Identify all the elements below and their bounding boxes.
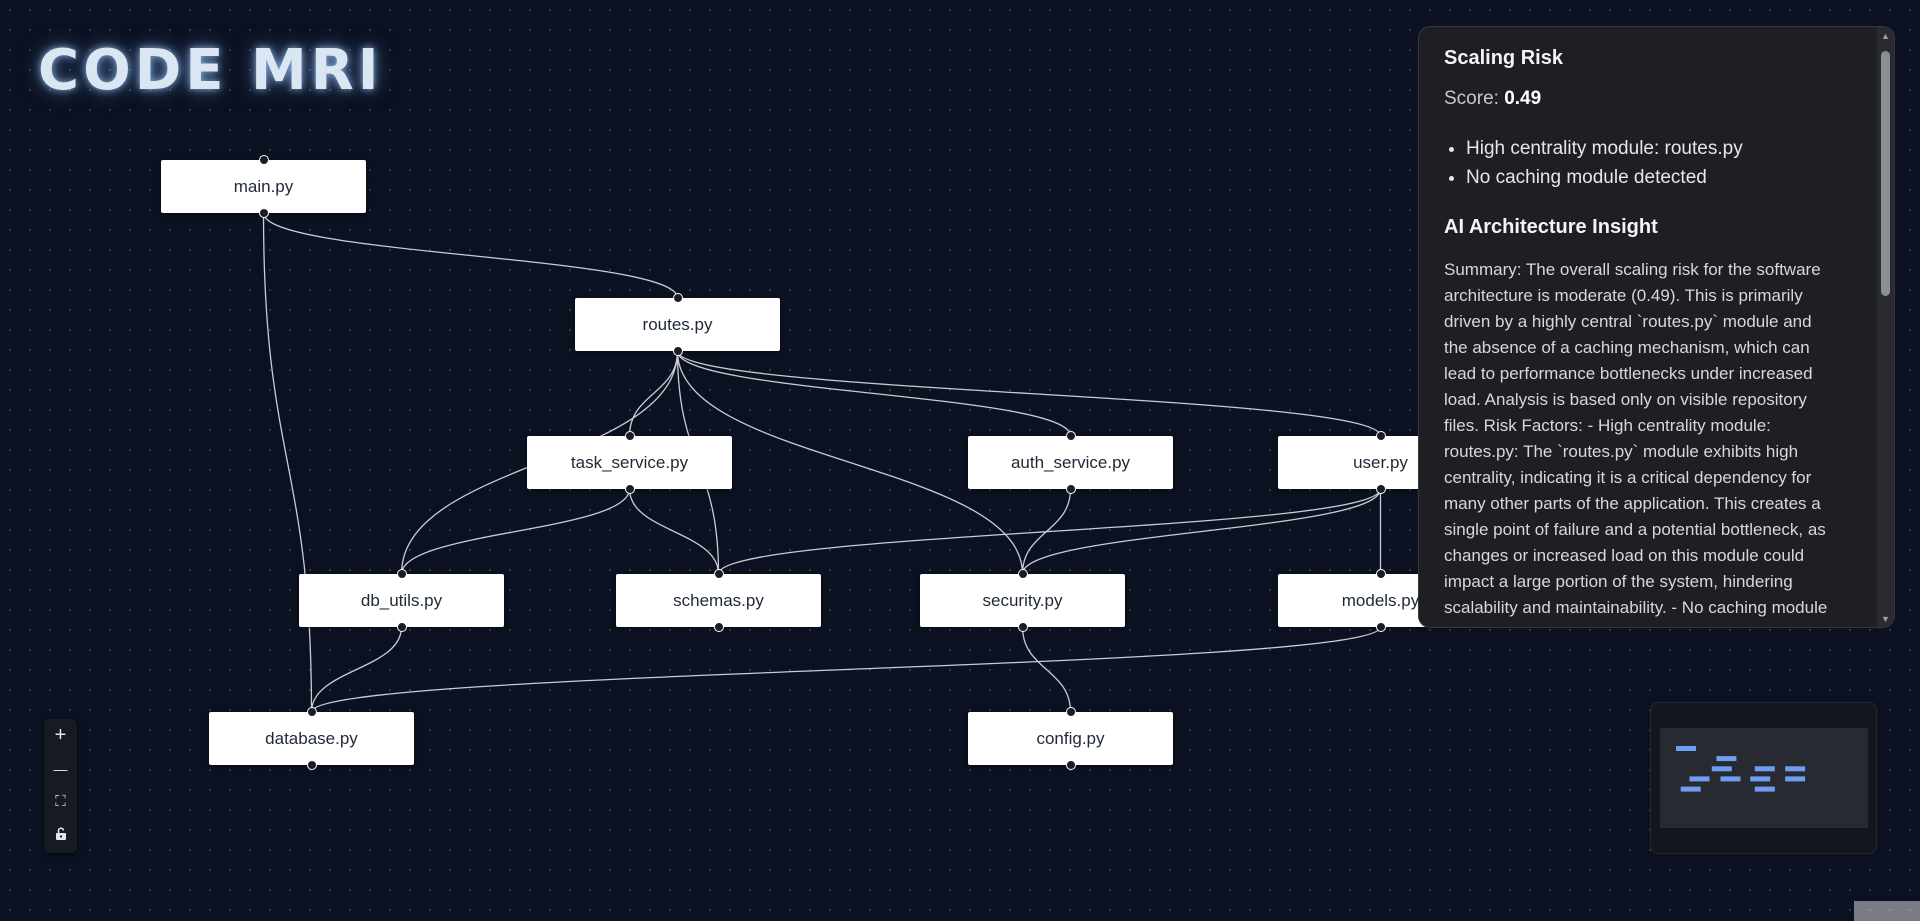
node-label: schemas.py [673, 590, 764, 610]
node-label: config.py [1036, 728, 1105, 748]
node-label: main.py [233, 176, 294, 196]
minimap-node-user [1785, 766, 1806, 772]
target-handle[interactable] [1375, 431, 1386, 441]
minimap-node-db_utils [1689, 776, 1710, 782]
zoom-out-button[interactable]: — [44, 752, 77, 785]
scroll-up-icon[interactable]: ▲ [1881, 30, 1890, 41]
minimap-node-models [1785, 776, 1806, 782]
fit-view-icon: ⛶ [55, 793, 66, 810]
insight-text: Summary: The overall scaling risk for th… [1444, 260, 1828, 627]
node-label: routes.py [642, 314, 713, 334]
insight-title: AI Architecture Insight [1444, 216, 1658, 238]
score: Score: 0.49 [1444, 88, 1838, 110]
unlock-icon [55, 823, 67, 846]
source-handle[interactable] [1375, 622, 1386, 632]
fit-view-button[interactable]: ⛶ [44, 785, 77, 818]
minimap-node-routes [1716, 756, 1737, 762]
source-handle[interactable] [258, 208, 269, 218]
scroll-down-icon[interactable]: ▼ [1881, 613, 1890, 624]
zoom-controls: + — ⛶ [44, 719, 77, 853]
node-label: database.py [265, 728, 358, 748]
source-handle[interactable] [624, 484, 635, 494]
node-schemas[interactable]: schemas.py [616, 569, 821, 632]
target-handle[interactable] [672, 293, 683, 303]
panel-title: Scaling Risk [1444, 47, 1563, 69]
risk-list: High centrality module: routes.py No cac… [1444, 134, 1838, 192]
target-handle[interactable] [258, 155, 269, 165]
source-handle[interactable] [1017, 622, 1028, 632]
lock-button[interactable] [44, 818, 77, 851]
minimap-nodes [1676, 746, 1806, 792]
source-handle[interactable] [713, 622, 724, 632]
node-task_service[interactable]: task_service.py [527, 431, 732, 494]
edge-security-config[interactable] [1021, 626, 1072, 713]
node-label: user.py [1353, 452, 1408, 472]
minimap-node-schemas [1720, 776, 1741, 782]
node-label: auth_service.py [1010, 452, 1131, 472]
edge-routes-auth_service[interactable] [676, 350, 1072, 437]
minimap-node-config [1754, 786, 1775, 792]
node-label: security.py [982, 590, 1063, 610]
node-db_utils[interactable]: db_utils.py [299, 569, 504, 632]
minimap-node-main [1676, 746, 1696, 751]
minimap-node-auth_service [1754, 766, 1775, 772]
node-main[interactable]: main.py [161, 155, 366, 218]
node-database[interactable]: database.py [209, 707, 414, 770]
app-title: CODE MRI [38, 38, 383, 103]
plus-icon: + [54, 724, 67, 746]
target-handle[interactable] [1375, 569, 1386, 579]
score-label: Score: [1444, 88, 1499, 109]
minimap-node-task_service [1711, 766, 1732, 772]
panel-scrollbar[interactable]: ▲ ▼ [1877, 27, 1894, 627]
node-label: db_utils.py [360, 590, 443, 610]
minimap[interactable] [1650, 702, 1877, 854]
scroll-thumb[interactable] [1881, 51, 1890, 296]
source-handle[interactable] [672, 346, 683, 356]
score-value: 0.49 [1504, 88, 1542, 109]
source-handle[interactable] [306, 760, 317, 770]
risk-item: No caching module detected [1466, 163, 1838, 192]
edge-task_service-schemas[interactable] [628, 488, 720, 575]
node-auth_service[interactable]: auth_service.py [968, 431, 1173, 494]
target-handle[interactable] [624, 431, 635, 441]
edge-routes-task_service[interactable] [628, 350, 679, 437]
source-handle[interactable] [1375, 484, 1386, 494]
node-label: task_service.py [570, 452, 689, 472]
edge-db_utils-database[interactable] [310, 626, 403, 713]
node-security[interactable]: security.py [920, 569, 1125, 632]
edge-user-security[interactable] [1021, 488, 1382, 575]
minimap-node-security [1750, 776, 1771, 782]
edge-user-schemas[interactable] [717, 488, 1382, 575]
edge-routes-user[interactable] [676, 350, 1382, 437]
edge-models-database[interactable] [310, 626, 1382, 713]
zoom-in-button[interactable]: + [44, 719, 77, 752]
source-handle[interactable] [1065, 760, 1076, 770]
minus-icon: — [53, 760, 68, 777]
edge-main-database[interactable] [262, 212, 313, 713]
target-handle[interactable] [1017, 569, 1028, 579]
target-handle[interactable] [306, 707, 317, 717]
edge-main-routes[interactable] [262, 212, 679, 299]
node-routes[interactable]: routes.py [575, 293, 780, 356]
attribution[interactable] [1854, 901, 1920, 921]
target-handle[interactable] [1065, 431, 1076, 441]
target-handle[interactable] [1065, 707, 1076, 717]
node-config[interactable]: config.py [968, 707, 1173, 770]
risk-item: High centrality module: routes.py [1466, 134, 1838, 163]
target-handle[interactable] [713, 569, 724, 579]
source-handle[interactable] [1065, 484, 1076, 494]
scaling-risk-panel[interactable]: Scaling Risk Score: 0.49 High centrality… [1418, 26, 1895, 628]
edge-routes-security[interactable] [676, 350, 1024, 575]
node-label: models.py [1341, 590, 1420, 610]
edge-task_service-db_utils[interactable] [400, 488, 631, 575]
source-handle[interactable] [396, 622, 407, 632]
target-handle[interactable] [396, 569, 407, 579]
minimap-node-database [1680, 786, 1701, 792]
